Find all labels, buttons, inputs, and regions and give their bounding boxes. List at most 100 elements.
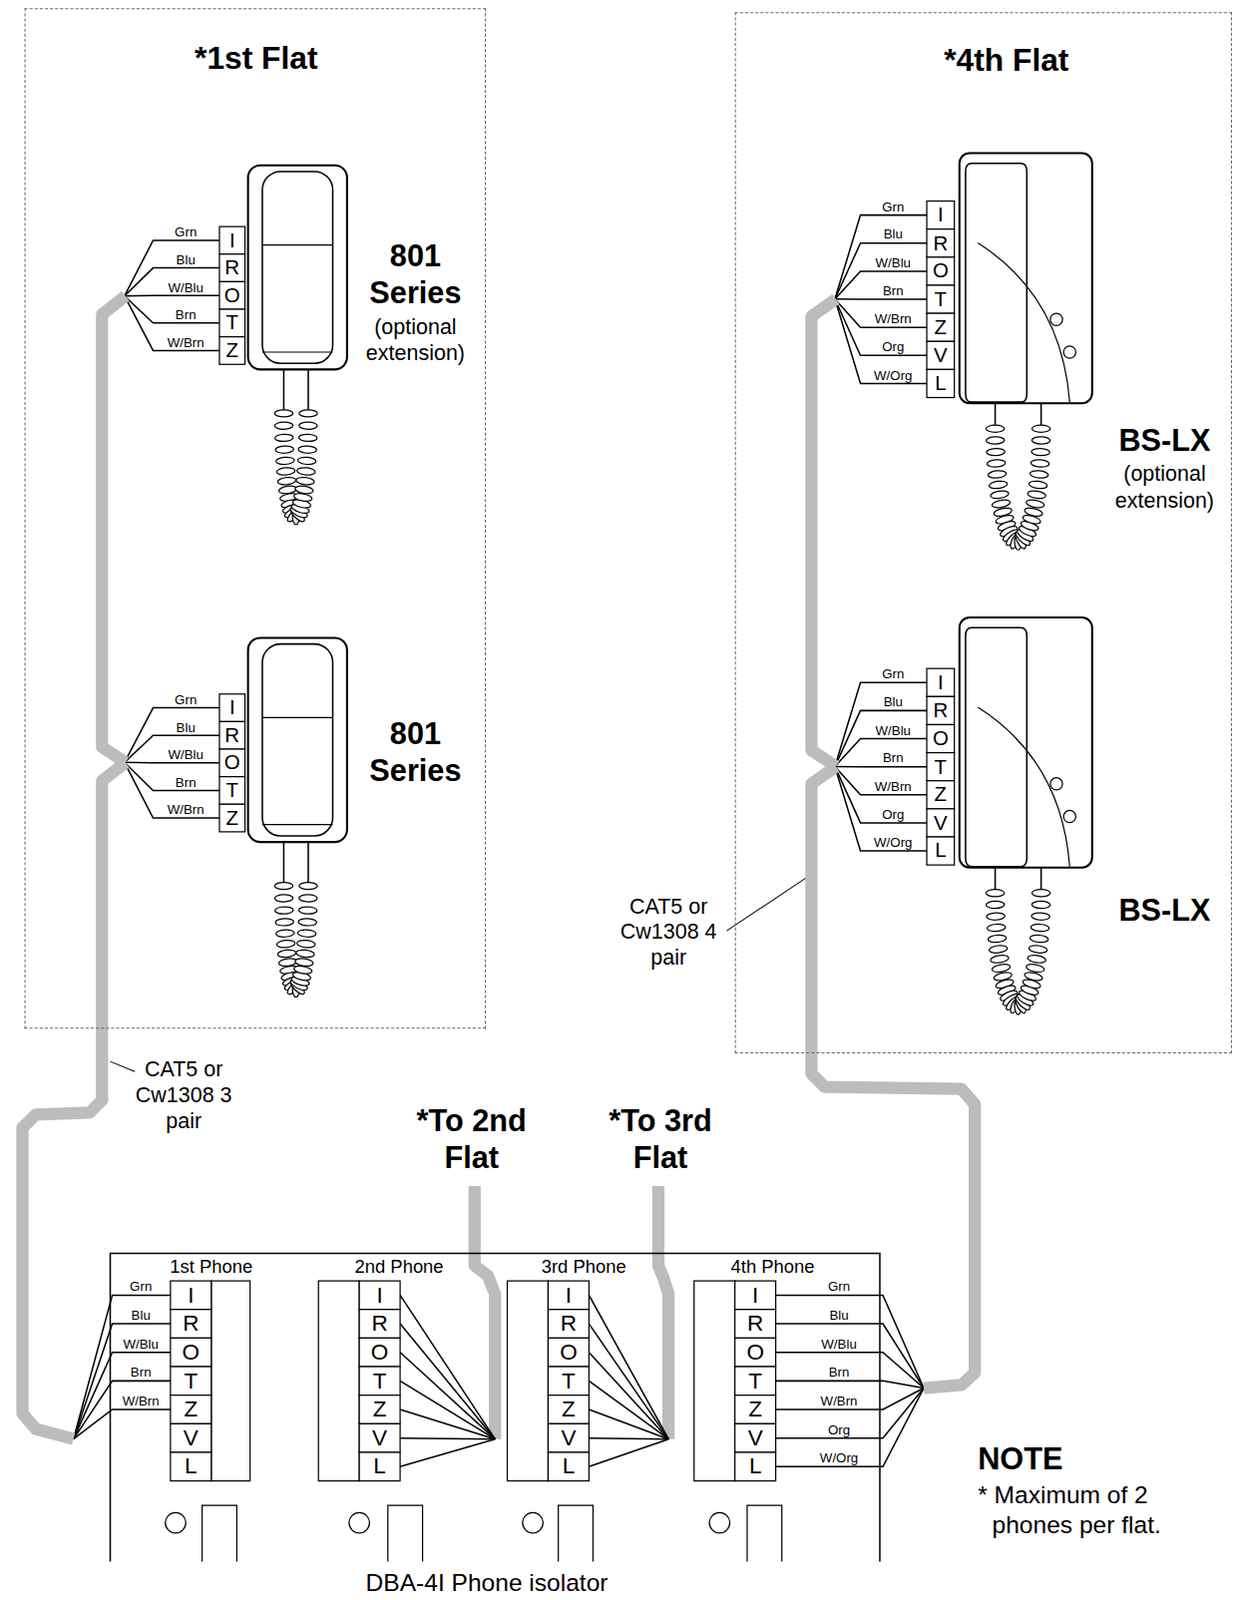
- terminal-pin-name: L: [547, 1452, 589, 1482]
- cable: [811, 299, 836, 768]
- terminal-cell: [359, 1337, 401, 1367]
- wire: [834, 766, 927, 851]
- wire: [834, 710, 927, 767]
- terminal-cell: [735, 1452, 777, 1482]
- terminal-pin-name: T: [926, 285, 955, 314]
- note-heading: NOTE: [977, 1442, 1101, 1478]
- indicator: [709, 1512, 730, 1533]
- leader-line: [727, 877, 808, 931]
- terminal-pin-name: V: [359, 1423, 401, 1453]
- terminal-cell: [735, 1395, 777, 1425]
- terminal-cell: [359, 1309, 401, 1339]
- terminal-pin-name: Z: [926, 781, 955, 810]
- cord-coil: [1028, 479, 1048, 489]
- cord-coil: [275, 445, 295, 454]
- cord-coil: [276, 939, 296, 949]
- terminal-pin-name: L: [170, 1452, 212, 1482]
- terminal-pin-name: I: [359, 1280, 401, 1310]
- wire: [834, 215, 927, 300]
- terminal-cell: [219, 777, 246, 806]
- phone-bs-lx-illustration: [959, 617, 1093, 1015]
- terminal-pin-name: I: [926, 668, 955, 697]
- wire: [124, 296, 220, 324]
- wire: [776, 1323, 924, 1388]
- cord-coil: [1031, 900, 1051, 909]
- node-heading: BS-LX: [1103, 422, 1227, 460]
- phone-terminal-block: 4th Phone: [694, 1253, 924, 1485]
- wire: [400, 1323, 495, 1440]
- cord-coil: [298, 906, 318, 915]
- wire-color-label: Blu: [813, 1307, 864, 1323]
- cable-label: CAT5 or Cw1308 3 pair: [132, 1056, 235, 1134]
- node-heading: 4th Phone: [711, 1256, 834, 1278]
- wire: [124, 762, 220, 791]
- wire: [124, 762, 220, 765]
- cord-coil: [1029, 469, 1049, 479]
- wire: [124, 762, 220, 819]
- cord-coil: [989, 954, 1009, 965]
- button: [1063, 810, 1076, 822]
- node-heading: 3rd Phone: [522, 1256, 646, 1278]
- wire-color-label: Brn: [160, 774, 212, 790]
- node-heading: *4th Flat: [883, 41, 1130, 79]
- terminal-cell: [735, 1280, 777, 1310]
- cord-coil: [298, 445, 318, 454]
- handset-cord: [307, 839, 310, 886]
- terminal-pin-name: R: [926, 229, 955, 258]
- terminal-cell: [219, 309, 246, 338]
- wire: [834, 299, 927, 385]
- flat-region: *4th FlatBS-LX(optional extension)BS-LX: [735, 11, 1233, 1054]
- terminal-cell: [219, 226, 246, 255]
- terminal-cell: [170, 1280, 212, 1310]
- connector-socket: [388, 1505, 423, 1562]
- wire-color-label: Brn: [115, 1364, 167, 1380]
- terminal-pin-name: I: [735, 1280, 777, 1310]
- cord-coil: [274, 433, 294, 442]
- node-heading: *1st Flat: [133, 39, 380, 77]
- node-subtitle: (optional extension): [352, 313, 479, 367]
- wire: [588, 1409, 669, 1440]
- terminal-pin-name: I: [170, 1280, 212, 1310]
- wire-color-label: W/Org: [867, 834, 919, 850]
- wire: [834, 766, 927, 795]
- terminal-pin-name: L: [926, 369, 955, 398]
- cable-label: CAT5 or Cw1308 4 pair: [617, 892, 720, 970]
- phone-801-illustration: [248, 165, 348, 525]
- terminal-pin-name: R: [735, 1309, 777, 1339]
- terminal-cell: [926, 696, 955, 725]
- terminal-cell: [926, 836, 955, 865]
- cord-coil: [1031, 436, 1051, 445]
- button: [1050, 313, 1063, 326]
- terminal-cell: [926, 809, 955, 837]
- terminal-pin-name: O: [219, 749, 246, 778]
- terminal-cell: [926, 313, 955, 342]
- cord-coil: [1028, 944, 1048, 954]
- terminal-cell: [219, 281, 246, 310]
- cord-coil: [275, 929, 295, 938]
- terminal-cell: [547, 1337, 589, 1367]
- note-text: * Maximum of 2 phones per flat.: [977, 1480, 1229, 1540]
- cord-coil: [275, 917, 295, 926]
- wire-color-label: Org: [867, 807, 919, 822]
- destination-label: *To 3rd Flat: [588, 1102, 732, 1177]
- phone-bs-lx-illustration: [959, 152, 1093, 550]
- wire: [124, 296, 220, 352]
- terminal-cell: [547, 1366, 589, 1396]
- cord-coil: [1031, 889, 1050, 897]
- wire: [400, 1352, 495, 1440]
- wire: [73, 1380, 171, 1439]
- cord-coil: [276, 466, 296, 476]
- cord-coil: [1023, 506, 1044, 518]
- handset: [965, 163, 1027, 403]
- wire-color-label: Blu: [160, 719, 212, 735]
- cord-coil: [986, 923, 1006, 932]
- leader-line: [110, 1061, 136, 1072]
- phone-unit: 801 Series: [125, 631, 485, 1025]
- cord-coil: [277, 948, 297, 958]
- handset: [262, 171, 334, 364]
- node-heading: DBA-4I Phone isolator: [323, 1569, 650, 1599]
- wire: [124, 735, 220, 763]
- terminal-cell: [219, 721, 246, 750]
- handset-split: [262, 244, 334, 246]
- wire: [400, 1438, 495, 1440]
